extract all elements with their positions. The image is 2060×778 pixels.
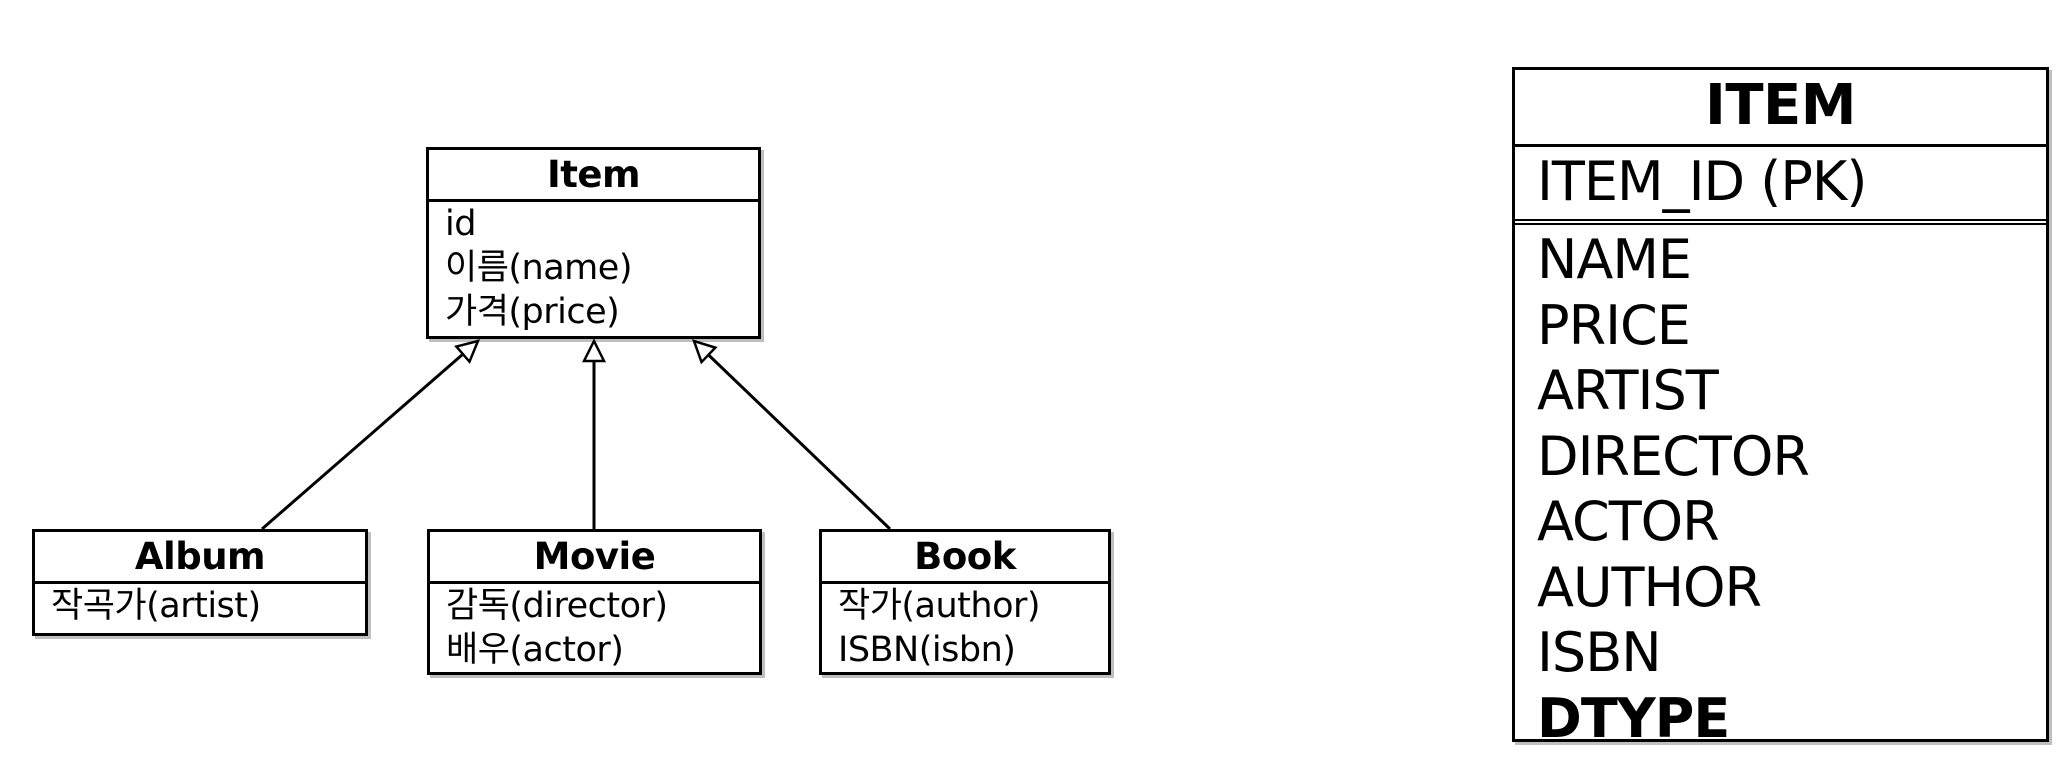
column-name: NAME	[1537, 228, 1692, 291]
column-price: PRICE	[1537, 293, 1691, 357]
item-attributes: id 이름(name) 가격(price)	[429, 202, 758, 334]
item-attr-price: 가격(price)	[445, 292, 620, 332]
column-actor: ACTOR	[1537, 490, 1720, 553]
column-author: AUTHOR	[1537, 555, 1762, 619]
book-class-name: Book	[822, 532, 1108, 584]
table-columns: NAME PRICE ARTIST DIRECTOR ACTOR AUTHOR …	[1515, 225, 2046, 751]
column-director: DIRECTOR	[1537, 424, 1810, 488]
movie-class-box: Movie 감독(director) 배우(actor)	[427, 529, 762, 675]
column-artist: ARTIST	[1537, 359, 1719, 422]
book-class-box: Book 작가(author) ISBN(isbn)	[819, 529, 1111, 675]
item-table-entity: ITEM ITEM_ID (PK) NAME PRICE ARTIST DIRE…	[1512, 67, 2049, 750]
album-class-name: Album	[35, 532, 365, 584]
primary-key-column: ITEM_ID (PK)	[1515, 147, 2046, 225]
album-inherits-item-arrow	[261, 341, 478, 531]
item-class-box: Item id 이름(name) 가격(price)	[426, 147, 761, 339]
book-attr-author: 작가(author)	[838, 586, 1041, 626]
movie-attr-director: 감독(director)	[446, 586, 668, 626]
item-class-name: Item	[429, 150, 758, 202]
album-attr-artist: 작곡가(artist)	[51, 586, 261, 626]
album-class-box: Album 작곡가(artist)	[32, 529, 368, 636]
column-dtype: DTYPE	[1537, 686, 1730, 750]
movie-attr-actor: 배우(actor)	[446, 630, 624, 670]
book-attributes: 작가(author) ISBN(isbn)	[822, 584, 1108, 672]
item-attr-name: 이름(name)	[445, 248, 632, 288]
movie-attributes: 감독(director) 배우(actor)	[430, 584, 759, 672]
table-name: ITEM	[1515, 70, 2046, 147]
book-attr-isbn: ISBN(isbn)	[838, 630, 1016, 670]
album-attributes: 작곡가(artist)	[35, 584, 365, 628]
item-attr-id: id	[445, 204, 476, 244]
movie-class-name: Movie	[430, 532, 759, 584]
column-isbn: ISBN	[1537, 621, 1662, 684]
book-inherits-item-arrow	[694, 341, 892, 531]
